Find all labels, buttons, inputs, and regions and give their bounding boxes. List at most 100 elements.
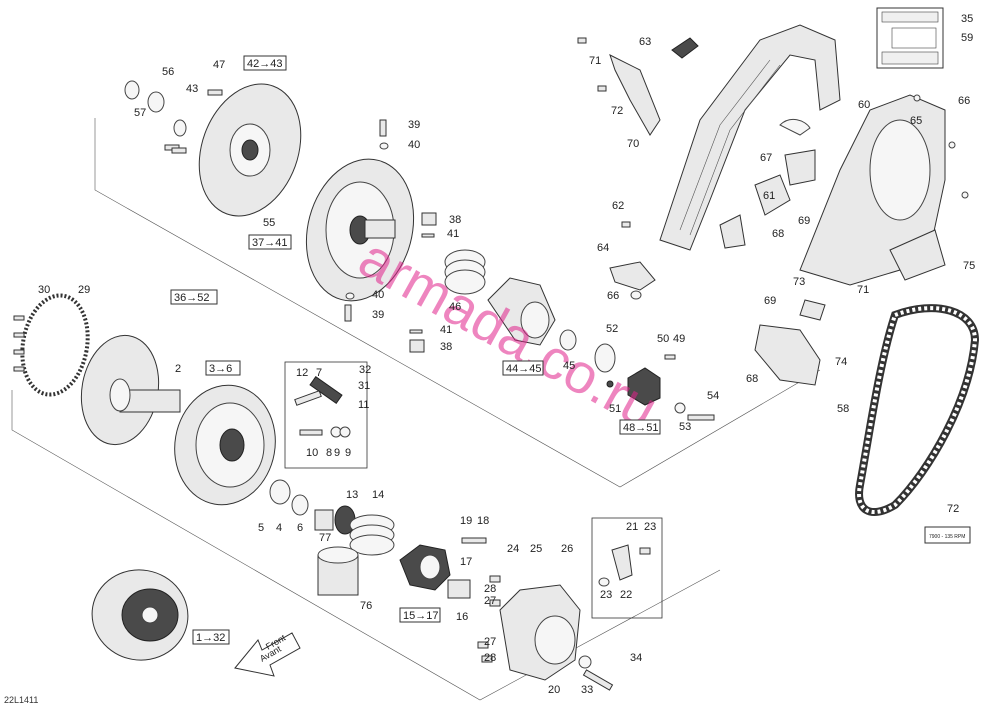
cam-45 <box>487 277 556 346</box>
bushing-4 <box>269 479 291 505</box>
range-box-frame <box>619 419 661 435</box>
belt-guard-60 <box>659 24 841 251</box>
callout-66: 66 <box>607 290 619 302</box>
range-box-label: 37→41 <box>252 237 287 249</box>
callout-57: 57 <box>134 107 146 119</box>
callout-58: 58 <box>837 403 849 415</box>
bracket-65 <box>609 261 656 300</box>
bracket-74 <box>799 299 826 321</box>
screw-63 <box>621 221 631 228</box>
screw-51 <box>606 380 614 388</box>
small-parts-27-28 <box>477 575 501 663</box>
callout-51: 51 <box>609 403 621 415</box>
callout-10: 10 <box>306 447 318 459</box>
callout-26: 26 <box>561 543 573 555</box>
screw-49 <box>664 354 676 360</box>
callout-49: 49 <box>673 333 685 345</box>
bolts-30 <box>13 315 25 372</box>
pin-18 <box>461 537 487 544</box>
range-box-frame <box>399 607 441 623</box>
callout-29: 29 <box>78 284 90 296</box>
callout-19: 19 <box>460 515 472 527</box>
range-box: 36→52 <box>170 289 218 305</box>
callout-38: 38 <box>449 214 461 226</box>
cylinder-77 <box>317 546 359 596</box>
spring-46 <box>444 249 486 295</box>
callout-22: 22 <box>620 589 632 601</box>
drive-pulley-assembly-1 <box>91 569 189 661</box>
hardware-21-23 <box>591 517 663 619</box>
decal-sheet-35 <box>876 7 944 69</box>
drive-pulley-sliding-sheave <box>174 384 276 506</box>
spring-14 <box>349 514 395 556</box>
callout-28: 28 <box>484 652 496 664</box>
callout-21: 21 <box>626 521 638 533</box>
callout-4: 4 <box>276 522 282 534</box>
diagram-code: 22L1411 <box>4 695 38 705</box>
range-box: 15→17 <box>399 607 441 623</box>
callout-68: 68 <box>772 228 784 240</box>
callout-62: 62 <box>612 200 624 212</box>
callout-40: 40 <box>408 139 420 151</box>
callout-65: 65 <box>910 115 922 127</box>
adjuster-48 <box>627 367 661 406</box>
bolt-54 <box>687 414 715 421</box>
driven-pulley-sliding-sheave <box>305 158 415 302</box>
callout-28: 28 <box>484 583 496 595</box>
callout-34: 34 <box>630 652 642 664</box>
callout-76: 76 <box>360 600 372 612</box>
callout-69: 69 <box>798 215 810 227</box>
callout-11: 11 <box>358 399 369 411</box>
callout-12: 12 <box>296 367 308 379</box>
callout-59: 59 <box>961 32 973 44</box>
drive-pulley-fixed-sheave <box>80 334 181 446</box>
callout-67: 67 <box>760 152 772 164</box>
callout-43: 43 <box>186 83 198 95</box>
range-box: 3→6 <box>205 360 241 376</box>
screws-66 <box>913 94 969 199</box>
callout-39: 39 <box>372 309 384 321</box>
bolt-34 <box>582 669 614 691</box>
callout-55: 55 <box>263 217 275 229</box>
callout-16: 16 <box>456 611 468 623</box>
bracket-71-top <box>609 54 661 136</box>
callout-33: 33 <box>581 684 593 696</box>
callout-64: 64 <box>597 242 609 254</box>
slider-16 <box>447 579 471 599</box>
range-box-frame <box>170 289 218 305</box>
decal-73: 7900 - 135 RPM <box>924 526 971 544</box>
washer-56 <box>147 91 165 113</box>
callout-27: 27 <box>484 636 496 648</box>
range-box: 37→41 <box>248 234 292 250</box>
screw-41-top <box>421 233 435 238</box>
screws-72 <box>577 37 607 92</box>
callout-54: 54 <box>707 390 719 402</box>
range-box-frame <box>192 629 230 645</box>
callout-71: 71 <box>589 55 601 67</box>
callout-layer: 1245678991011121314161718192021222323242… <box>0 0 975 696</box>
range-box: 42→43 <box>243 55 287 71</box>
callout-9: 9 <box>334 447 340 459</box>
lever-kit-inset <box>284 361 368 469</box>
decal-73-text: 7900 - 135 RPM <box>929 534 965 540</box>
driven-pulley-fixed-sheave <box>198 83 302 217</box>
range-box-label: 36→52 <box>174 292 209 304</box>
range-box-label: 15→17 <box>403 610 438 622</box>
range-box-frame <box>205 360 241 376</box>
callout-31: 31 <box>358 380 370 392</box>
callout-13: 13 <box>346 489 358 501</box>
range-box: 1→32 <box>192 629 230 645</box>
bushing-6 <box>291 494 309 516</box>
callout-6: 6 <box>297 522 303 534</box>
range-box: 44→45 <box>502 360 544 376</box>
callout-41: 41 <box>440 324 452 336</box>
callout-25: 25 <box>530 543 542 555</box>
callout-77: 77 <box>319 532 331 544</box>
range-box-frame <box>243 55 287 71</box>
callout-71: 71 <box>857 284 869 296</box>
callout-74: 74 <box>835 356 847 368</box>
callout-47: 47 <box>213 59 225 71</box>
callout-30: 30 <box>38 284 50 296</box>
